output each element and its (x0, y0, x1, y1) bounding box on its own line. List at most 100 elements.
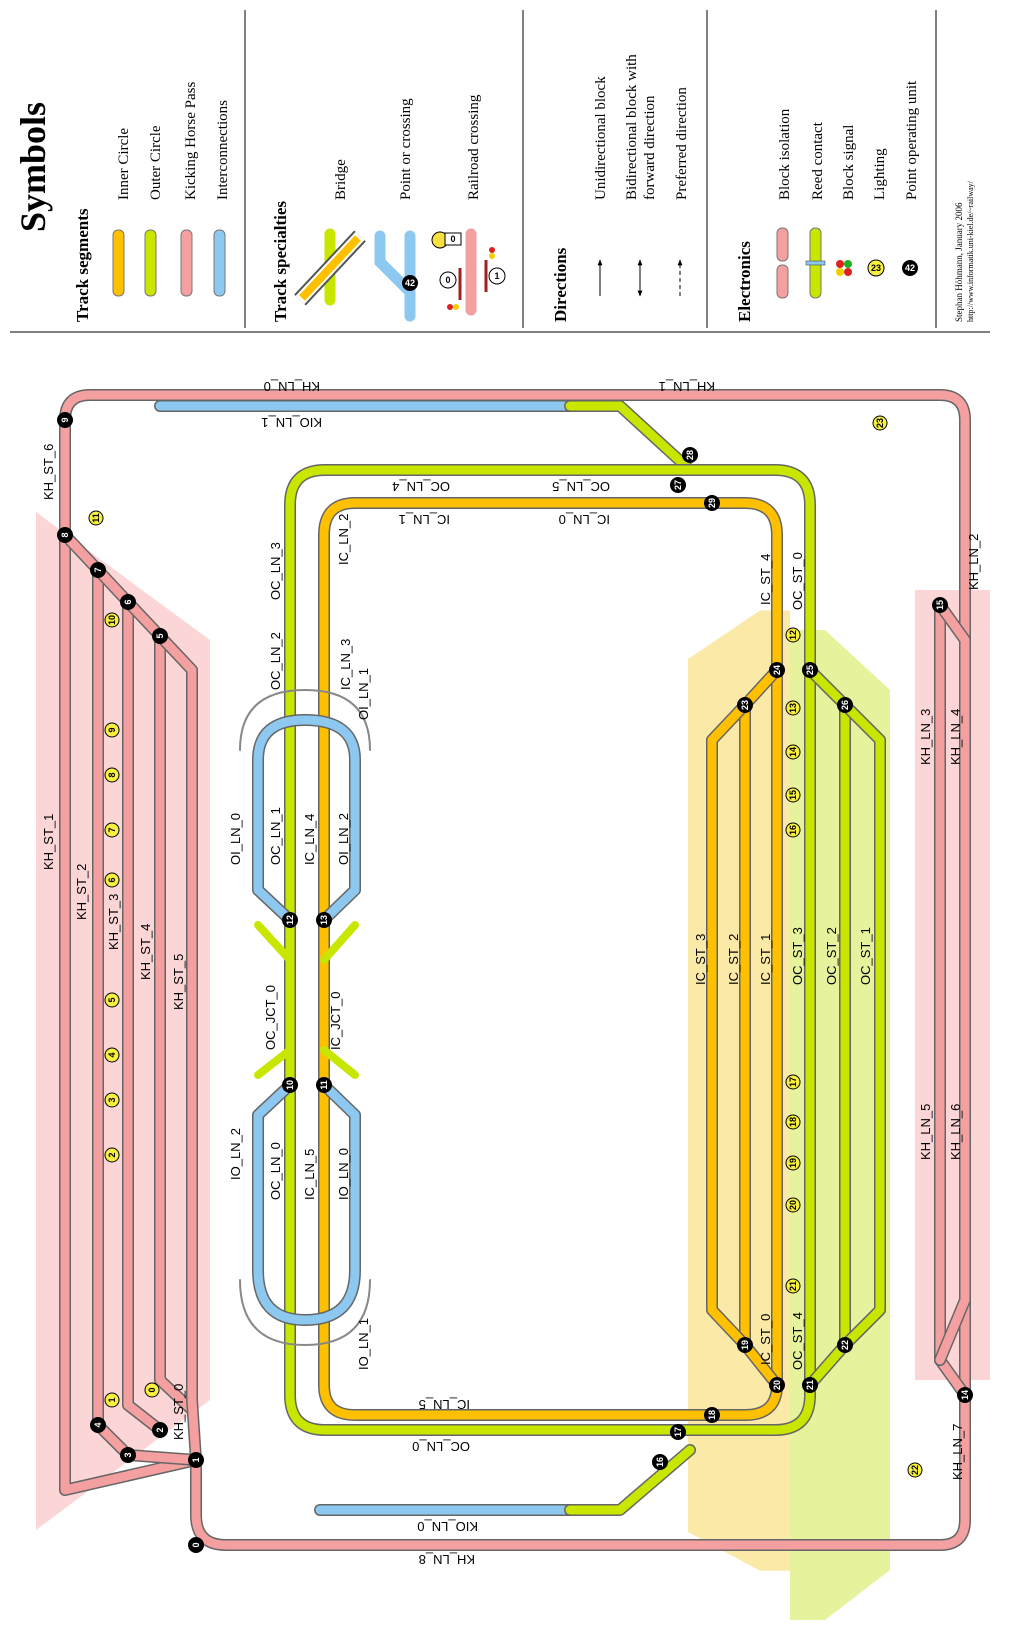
legend-lamp-num: 23 (871, 263, 881, 273)
label-oc-st-3: OC_ST_3 (790, 927, 805, 985)
label-ic-st-2: IC_ST_2 (726, 934, 741, 985)
railroad-crossing-icon: 0 0 1 (432, 232, 505, 310)
svg-text:16: 16 (788, 825, 798, 835)
legend-pou-label: Point operating unit (904, 80, 920, 200)
svg-text:9: 9 (60, 417, 70, 422)
legend-pref-label: Preferred direction (674, 87, 690, 200)
label-io-ln-1: IO_LN_1 (356, 1318, 371, 1370)
lamp-6: 6 (105, 873, 119, 887)
legend-title: Symbols (13, 102, 53, 232)
svg-text:3: 3 (123, 1452, 133, 1457)
label-kh-ln-0: KH_LN_0 (264, 379, 320, 394)
label-io-ln-0: IO_LN_0 (336, 1148, 351, 1200)
label-oc-st-4: OC_ST_4 (790, 1312, 805, 1370)
svg-text:7: 7 (107, 827, 117, 832)
svg-text:27: 27 (673, 480, 683, 490)
legend-bi-label: Bidirectional block with (624, 54, 640, 200)
svg-text:6: 6 (107, 877, 117, 882)
legend-point-label: Point or crossing (398, 98, 414, 200)
label-oc-ln-2: OC_LN_2 (268, 632, 283, 690)
label-ic-ln-5b: IC_LN_5 (302, 1149, 317, 1200)
svg-text:6: 6 (123, 599, 133, 604)
svg-text:12: 12 (788, 630, 798, 640)
label-kh-st-6: KH_ST_6 (41, 444, 56, 500)
label-kh-st-5: KH_ST_5 (171, 954, 186, 1010)
label-kh-ln-1: KH_LN_1 (659, 379, 715, 394)
lamp-5: 5 (105, 993, 119, 1007)
legend-bridge-label: Bridge (333, 159, 349, 200)
point-unit-28: 28 (682, 447, 698, 463)
point-unit-29: 29 (704, 495, 720, 511)
lamp-11: 11 (89, 511, 103, 525)
label-kh-ln-8: KH_LN_8 (419, 1552, 475, 1567)
svg-text:21: 21 (805, 1380, 815, 1390)
label-kh-st-1: KH_ST_1 (41, 814, 56, 870)
label-ic-ln-2: IC_LN_2 (336, 514, 351, 565)
svg-text:18: 18 (707, 1410, 717, 1420)
svg-text:10: 10 (285, 1080, 295, 1090)
label-kh-ln-3: KH_LN_3 (918, 709, 933, 765)
label-kh-st-0: KH_ST_0 (171, 1384, 186, 1440)
point-unit-9: 9 (57, 412, 73, 428)
svg-text:22: 22 (840, 1340, 850, 1350)
label-kh-ln-7: KH_LN_7 (950, 1424, 965, 1480)
lamp-14: 14 (786, 745, 800, 759)
legend-lamp-label: Lighting (872, 148, 888, 200)
legend-signal-label: Block signal (841, 125, 857, 200)
point-unit-12: 12 (282, 912, 298, 928)
credit-url: http://www.informatik.uni-kiel.de/~railw… (966, 180, 975, 322)
point-unit-11: 11 (316, 1077, 332, 1093)
svg-text:14: 14 (788, 747, 798, 757)
svg-text:14: 14 (960, 1390, 970, 1400)
lamp-icon: 23 (868, 260, 884, 276)
svg-text:13: 13 (319, 915, 329, 925)
point-unit-7: 7 (90, 562, 106, 578)
lamp-20: 20 (786, 1198, 800, 1212)
reed-contact-icon (806, 228, 825, 298)
svg-text:15: 15 (935, 600, 945, 610)
label-kio-ln-1: KIO_LN_1 (261, 415, 322, 430)
point-unit-20: 20 (769, 1377, 785, 1393)
label-kh-ln-4: KH_LN_4 (948, 709, 963, 765)
point-icon: 42 (380, 236, 418, 316)
lamp-21: 21 (786, 1279, 800, 1293)
point-unit-19: 19 (737, 1337, 753, 1353)
point-unit-1: 1 (188, 1452, 204, 1468)
point-unit-24: 24 (769, 662, 785, 678)
point-unit-4: 4 (90, 1417, 106, 1433)
label-oi-ln-2: OI_LN_2 (336, 813, 351, 865)
svg-text:1: 1 (107, 1397, 117, 1402)
point-unit-3: 3 (120, 1447, 136, 1463)
label-ic-jct-0: IC_JCT_0 (328, 991, 343, 1050)
legend-section-track-specialties: Track specialties (271, 201, 290, 322)
legend-point-num: 42 (405, 278, 415, 288)
lamp-17: 17 (786, 1075, 800, 1089)
svg-text:0: 0 (147, 1387, 157, 1392)
label-kh-st-4: KH_ST_4 (138, 924, 153, 980)
label-io-ln-2: IO_LN_2 (228, 1128, 243, 1180)
label-ic-st-3: IC_ST_3 (693, 934, 708, 985)
inner-circle (324, 503, 777, 1415)
label-oc-ln-0b: OC_LN_0 (268, 1142, 283, 1200)
label-oc-ln-3: OC_LN_3 (268, 542, 283, 600)
label-oc-st-2: OC_ST_2 (824, 927, 839, 985)
legend-bi-label2: forward direction (642, 95, 658, 200)
point-unit-8: 8 (57, 527, 73, 543)
point-unit-15: 15 (932, 597, 948, 613)
label-kio-ln-0: KIO_LN_0 (417, 1519, 478, 1534)
lamp-4: 4 (105, 1048, 119, 1062)
svg-text:2: 2 (107, 1152, 117, 1157)
lamp-23: 23 (873, 416, 887, 430)
lamp-9: 9 (105, 723, 119, 737)
legend-outer-label: Outer Circle (148, 125, 164, 200)
kh-station-zone-bottom (915, 590, 990, 1380)
legend-pou-num: 42 (905, 263, 915, 273)
inter-track-swatch (214, 230, 225, 296)
lamp-10: 10 (105, 613, 119, 627)
label-oi-ln-0: OI_LN_0 (228, 813, 243, 865)
svg-text:29: 29 (707, 498, 717, 508)
label-ic-ln-0: IC_LN_0 (559, 512, 610, 527)
svg-text:2: 2 (155, 1427, 165, 1432)
lamp-0: 0 (145, 1383, 159, 1397)
svg-text:12: 12 (285, 915, 295, 925)
